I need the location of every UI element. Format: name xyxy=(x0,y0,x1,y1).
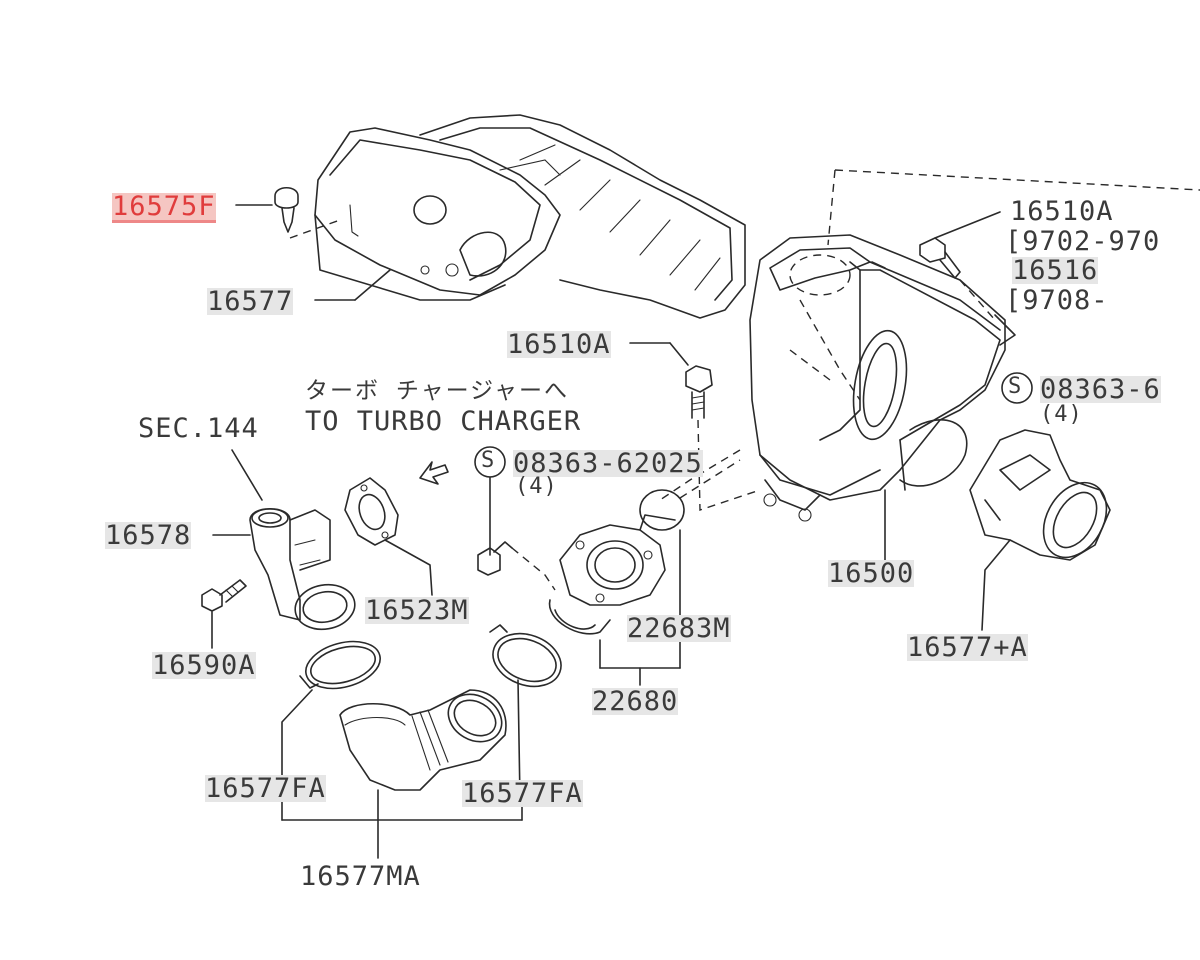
s-circle-center xyxy=(474,446,506,478)
s-mark-right: S xyxy=(1008,374,1023,399)
bolt-16510A-top xyxy=(919,211,1001,321)
label-16590A: 16590A xyxy=(152,650,256,681)
bolt-16590A xyxy=(201,579,247,649)
label-16510A-top: 16510A xyxy=(1010,196,1114,227)
elbow-16578 xyxy=(212,449,356,631)
clip-16575F xyxy=(235,186,299,233)
s-mark-center: S xyxy=(481,448,496,473)
gasket-16523M xyxy=(344,477,433,596)
label-16577FA-left: 16577FA xyxy=(205,773,326,804)
hose-clamps-16577FA xyxy=(281,624,562,801)
diaphragm-22683M xyxy=(639,489,685,531)
bolt-16510A-mid xyxy=(629,342,761,511)
turbo-direction-arrow xyxy=(419,461,449,485)
label-16575F: 16575F xyxy=(112,191,216,223)
label-16577: 16577 xyxy=(207,286,294,317)
label-bolt-08363-62025: 08363-62025 xyxy=(513,448,703,479)
label-turbo-en: TO TURBO CHARGER xyxy=(305,406,582,437)
label-16510A-mid: 16510A xyxy=(507,329,611,360)
label-bolt-08363-6: 08363-6 xyxy=(1040,374,1161,405)
label-turbo-jp: ターボ チャージャーへ xyxy=(305,378,570,404)
label-16500: 16500 xyxy=(828,558,915,589)
hose-16577MA xyxy=(281,689,523,859)
bolt-08363-62025 xyxy=(477,476,556,591)
upper-air-duct xyxy=(289,114,746,319)
label-16577MA: 16577MA xyxy=(300,861,421,892)
s-circle-right xyxy=(1001,372,1033,404)
label-22680: 22680 xyxy=(592,686,679,717)
label-16523M: 16523M xyxy=(365,595,469,626)
label-16577FA-right: 16577FA xyxy=(462,778,583,809)
right-intake-duct xyxy=(969,429,1111,631)
throttle-adapter-22680 xyxy=(548,514,676,635)
label-sec144: SEC.144 xyxy=(138,413,259,444)
label-22683M: 22683M xyxy=(627,613,731,644)
label-qty-center: (4) xyxy=(515,474,558,499)
label-16516: 16516 xyxy=(1012,255,1099,286)
label-16577A: 16577+A xyxy=(907,632,1028,663)
label-range-9708: [9708- xyxy=(1005,285,1109,316)
label-range-9702: [9702-970 xyxy=(1005,226,1161,257)
label-16578: 16578 xyxy=(105,520,192,551)
air-cleaner-box xyxy=(749,234,1016,522)
label-qty-right: (4) xyxy=(1040,402,1083,427)
